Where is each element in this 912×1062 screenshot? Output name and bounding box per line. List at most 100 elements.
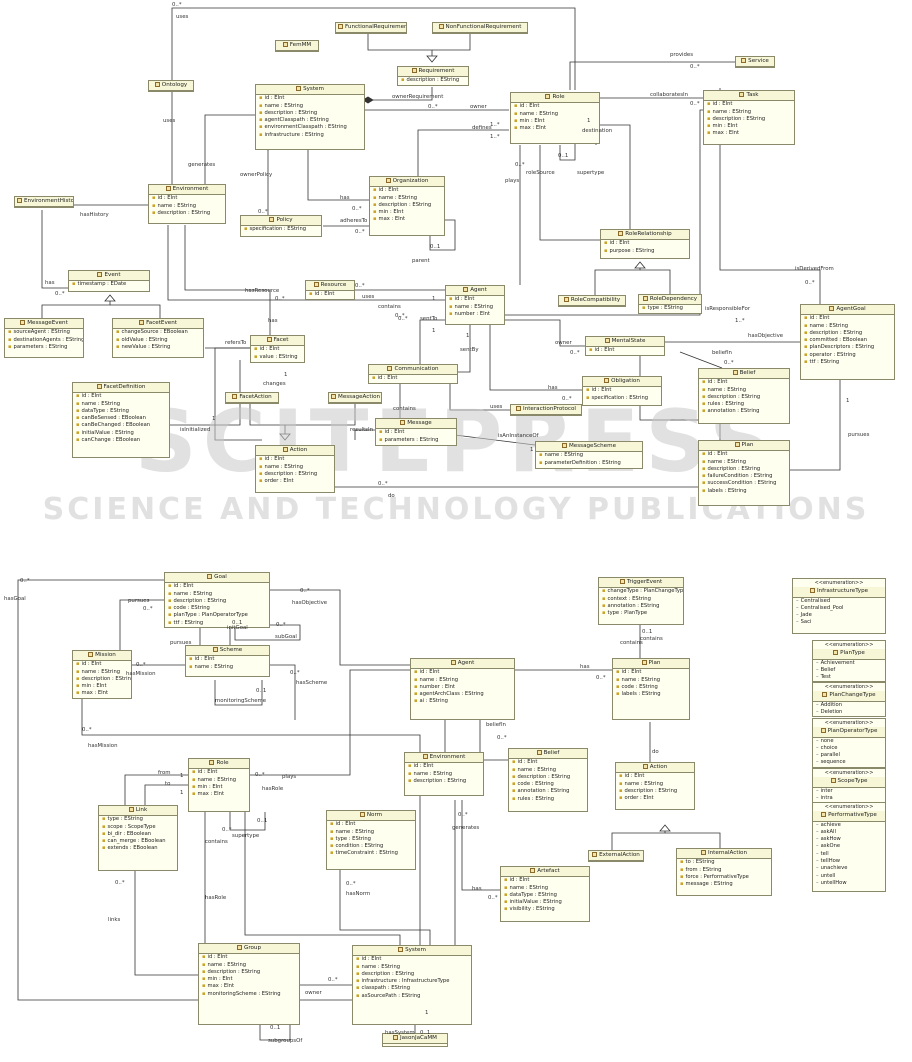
eclass-icon bbox=[732, 370, 738, 375]
bottom-class-link[interactable]: Linktype : EStringscope : ScopeTypebi_di… bbox=[98, 805, 178, 871]
top-class-action[interactable]: Actionid : EIntname : EStringdescription… bbox=[255, 445, 335, 493]
eclass-icon bbox=[734, 442, 740, 447]
class-header: Belief bbox=[699, 369, 789, 380]
top-class-message[interactable]: Messageid : EIntparameters : EString bbox=[375, 418, 457, 446]
class-attribute: id : EInt bbox=[256, 456, 334, 463]
bottom-class-internal-action[interactable]: InternalActionto : EStringfrom : EString… bbox=[676, 848, 772, 896]
bottom-class-system[interactable]: Systemid : EIntname : EStringdescription… bbox=[352, 945, 472, 1025]
class-attribute: planDescriptors : EString bbox=[801, 344, 894, 351]
top-class-interaction-protocol[interactable]: InteractionProtocol bbox=[510, 404, 582, 417]
eclass-icon bbox=[619, 579, 625, 584]
class-header: Mission bbox=[73, 651, 131, 662]
enum-literal: tellHow bbox=[813, 858, 885, 865]
top-class-agent[interactable]: Agentid : EIntname : EStringnumber : EIn… bbox=[445, 285, 505, 325]
top-edge-label: has bbox=[548, 385, 558, 391]
class-attribute: name : EString bbox=[446, 304, 504, 311]
top-class-requirement[interactable]: Requirementdescription : EString bbox=[397, 66, 469, 86]
class-attribute: max : EInt bbox=[189, 791, 249, 798]
class-attribute: max : EInt bbox=[199, 983, 299, 990]
top-edge-label: 0..1 bbox=[558, 153, 569, 159]
bottom-class-external-action[interactable]: ExternalAction bbox=[588, 850, 644, 863]
top-class-message-scheme[interactable]: MessageSchemename : EStringparameterDefi… bbox=[535, 441, 643, 469]
top-class-facet-definition[interactable]: FacetDefinitionid : EIntname : EStringda… bbox=[72, 382, 170, 458]
bottom-class-scheme[interactable]: Schemeid : EIntname : EString bbox=[185, 645, 270, 677]
top-edge-label: 1 bbox=[846, 398, 850, 404]
bottom-enum-scope-type[interactable]: <<enumeration>>ScopeTypeinterintra bbox=[812, 768, 886, 804]
class-attribute: description : EString bbox=[165, 598, 269, 605]
top-class-environment-history[interactable]: EnvironmentHistory bbox=[14, 196, 74, 209]
bottom-class-plan[interactable]: Planid : EIntname : EStringcode : EStrin… bbox=[612, 658, 690, 720]
bottom-class-group[interactable]: Groupid : EIntname : EStringdescription … bbox=[198, 943, 300, 1025]
bottom-enum-performative-type[interactable]: <<enumeration>>PerformativeTypeachieveas… bbox=[812, 802, 886, 892]
bottom-edge-label: has bbox=[580, 664, 590, 670]
class-attribute: name : EString bbox=[704, 109, 794, 116]
class-name: Facet bbox=[273, 337, 289, 343]
top-class-event[interactable]: Eventtimestamp : EDate bbox=[68, 270, 150, 292]
class-name: TriggerEvent bbox=[626, 579, 663, 585]
class-name: Mission bbox=[95, 652, 116, 658]
class-attribute: id : EInt bbox=[405, 763, 483, 770]
bottom-edge-label: subgroupsOf bbox=[268, 1038, 303, 1044]
bottom-edge-label: hasGoal bbox=[4, 596, 26, 602]
top-class-fem-mm[interactable]: FemMM bbox=[275, 40, 319, 53]
eclass-icon bbox=[563, 297, 569, 302]
top-class-functional-requirement[interactable]: FunctionalRequirement bbox=[335, 22, 407, 35]
top-class-resource[interactable]: Resourceid : EInt bbox=[305, 280, 355, 300]
top-class-agent-goal[interactable]: AgentGoalid : EIntname : EStringdescript… bbox=[800, 304, 895, 380]
eclass-icon bbox=[266, 337, 272, 342]
bottom-enum-infrastructure-type[interactable]: <<enumeration>>InfrastructureTypeCentral… bbox=[792, 578, 886, 634]
class-name: Role bbox=[216, 760, 229, 766]
top-class-task[interactable]: Taskid : EIntname : EStringdescription :… bbox=[703, 90, 795, 145]
bottom-class-goal[interactable]: Goalid : EIntname : EStringdescription :… bbox=[164, 572, 270, 629]
top-class-ontology[interactable]: Ontology bbox=[148, 80, 194, 93]
class-name: Plan bbox=[741, 442, 754, 448]
bottom-enum-plan-change-type[interactable]: <<enumeration>>PlanChangeTypeAdditionDel… bbox=[812, 682, 886, 718]
bottom-class-norm[interactable]: Normid : EIntname : EStringtype : EStrin… bbox=[326, 810, 416, 870]
top-class-non-functional-requirement[interactable]: NonFunctionalRequirement bbox=[432, 22, 528, 35]
bottom-class-artefact[interactable]: Artefactid : EIntname : EStringdataType … bbox=[500, 866, 590, 922]
top-edge-label: has bbox=[340, 195, 350, 201]
bottom-enum-plan-type[interactable]: <<enumeration>>PlanTypeAchievementBelief… bbox=[812, 640, 886, 683]
bottom-enum-plan-operator-type[interactable]: <<enumeration>>PlanOperatorTypenonechoic… bbox=[812, 718, 886, 768]
top-class-role-dependency[interactable]: RoleDependencytype : EString bbox=[638, 294, 702, 314]
top-class-service[interactable]: Service bbox=[735, 56, 775, 69]
top-class-policy[interactable]: Policyspecification : EString bbox=[240, 215, 322, 237]
top-edge-label: roleSource bbox=[526, 170, 555, 176]
eclass-icon bbox=[830, 778, 836, 784]
class-attribute: context : EString bbox=[599, 596, 683, 603]
eclass-icon bbox=[411, 68, 417, 73]
top-class-role-relationship[interactable]: RoleRelationshipid : EIntpurpose : EStri… bbox=[600, 229, 690, 259]
top-class-facet[interactable]: Facetid : EIntvalue : EString bbox=[250, 335, 305, 363]
bottom-edge-label: hasRole bbox=[205, 895, 227, 901]
class-attribute: description : EString bbox=[353, 971, 471, 978]
top-class-facet-action[interactable]: FacetAction bbox=[225, 392, 279, 405]
top-class-facet-event[interactable]: FacetEventchangeSource : EBooleanoldValu… bbox=[112, 318, 204, 358]
bottom-edge-label: hasMission bbox=[126, 671, 156, 677]
class-attribute: monitoringScheme : EString bbox=[199, 991, 299, 998]
top-class-communication[interactable]: Communicationid : EInt bbox=[368, 364, 458, 384]
bottom-class-role[interactable]: Roleid : EIntname : EStringmin : EIntmax… bbox=[188, 758, 250, 812]
top-class-message-event[interactable]: MessageEventsourceAgent : EStringdestina… bbox=[4, 318, 84, 358]
bottom-class-mission[interactable]: Missionid : EIntname : EStringdescriptio… bbox=[72, 650, 132, 699]
bottom-class-action[interactable]: Actionid : EIntname : EStringdescription… bbox=[615, 762, 695, 810]
top-class-role[interactable]: Roleid : EIntname : EStringmin : EIntmax… bbox=[510, 92, 600, 144]
class-header: FacetEvent bbox=[113, 319, 203, 330]
class-attribute: parameters : EString bbox=[376, 437, 456, 444]
class-attribute: description : EString bbox=[405, 778, 483, 785]
top-class-system[interactable]: Systemid : EIntname : EStringdescription… bbox=[255, 84, 365, 150]
top-class-organization[interactable]: Organizationid : EIntname : EStringdescr… bbox=[369, 176, 445, 236]
top-class-belief[interactable]: Beliefid : EIntname : EStringdescription… bbox=[698, 368, 790, 424]
bottom-class-belief[interactable]: Beliefid : EIntname : EStringdescription… bbox=[508, 748, 588, 812]
top-class-role-compatibility[interactable]: RoleCompatibility bbox=[558, 295, 626, 308]
bottom-class-environment[interactable]: Environmentid : EIntname : EStringdescri… bbox=[404, 752, 484, 796]
top-class-message-action[interactable]: MessageAction bbox=[328, 392, 382, 405]
bottom-class-trigger-event[interactable]: TriggerEventchangeType : PlanChangeTypec… bbox=[598, 577, 684, 625]
bottom-class-jason-ja-ca-mm[interactable]: JasonJaCaMM bbox=[382, 1033, 448, 1047]
top-class-mental-state[interactable]: MentalStateid : EInt bbox=[585, 336, 665, 356]
bottom-class-agent[interactable]: Agentid : EIntname : EStringnumber : EIn… bbox=[410, 658, 515, 720]
top-class-plan[interactable]: Planid : EIntname : EStringdescription :… bbox=[698, 440, 790, 506]
class-attribute: value : EString bbox=[251, 354, 304, 361]
top-class-environment[interactable]: Environmentid : EIntname : EStringdescri… bbox=[148, 184, 226, 224]
top-class-obligation[interactable]: Obligationid : EIntspecification : EStri… bbox=[582, 376, 662, 406]
class-attribute: oldValue : EString bbox=[113, 337, 203, 344]
